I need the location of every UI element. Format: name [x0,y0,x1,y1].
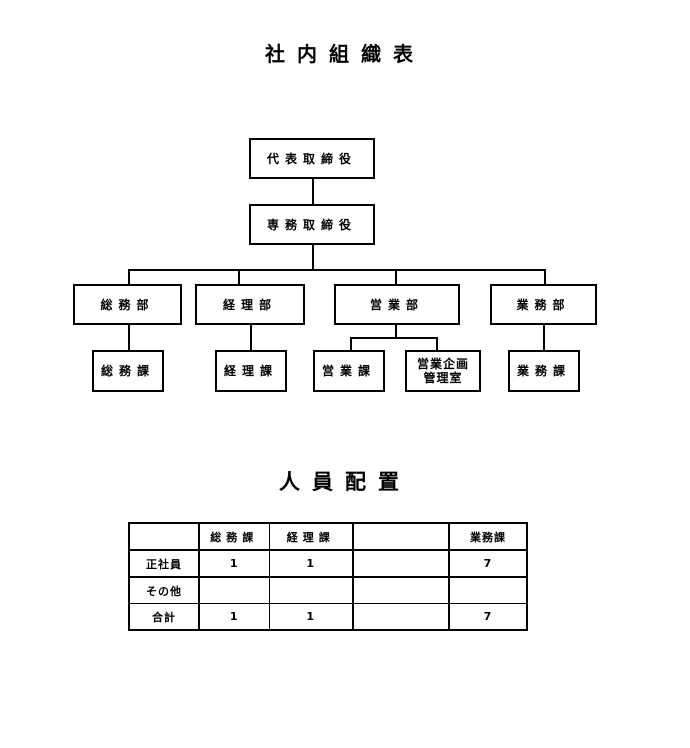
connector-md-bus [312,244,314,270]
department-bus-line [128,269,546,271]
department-operations: 業務部 [490,284,597,325]
connector-bus-sales [395,269,397,285]
connector-sales-section [350,337,352,351]
connector-sales-down [395,323,397,339]
connector-bus-operations [544,269,546,285]
table-cell [352,576,450,604]
table-cell: 7 [448,549,528,578]
staffing-title: 人員配置 [279,470,411,494]
table-cell [198,576,270,604]
department-general-affairs: 総務部 [73,284,182,325]
table-cell [352,549,450,578]
table-cell [352,603,450,631]
table-header-cell [352,522,450,551]
connector-bus-accounting [238,269,240,285]
department-accounting: 経理部 [195,284,305,325]
table-header-cell: 業務課 [448,522,528,551]
table-header-cell: 総務課 [198,522,270,551]
connector-operations-section [543,323,545,351]
section-general-affairs: 総務課 [92,350,164,392]
table-cell [268,576,354,604]
connector-accounting-section [250,323,252,351]
table-cell: 1 [268,549,354,578]
table-cell: 1 [268,603,354,631]
table-cell: 1 [198,603,270,631]
connector-general-section [128,323,130,351]
table-header-row: 総務課 経理課 業務課 [128,522,528,551]
connector-bus-general [128,269,130,285]
table-cell: 1 [198,549,270,578]
row-label: 正社員 [128,549,200,578]
connector-sales-planning [436,337,438,351]
connector-ceo-md [312,178,314,204]
sales-planning-line2: 管理室 [423,371,463,385]
section-operations: 業務課 [508,350,580,392]
sales-planning-line1: 営業企画 [416,357,469,371]
org-chart-title: 社内組織表 [265,42,425,66]
row-label: 合計 [128,603,200,631]
managing-director-box: 専務取締役 [249,204,375,245]
table-row: 合計 1 1 7 [128,603,528,631]
table-cell: 7 [448,603,528,631]
table-row: 正社員 1 1 7 [128,549,528,578]
section-sales: 営業課 [313,350,385,392]
table-header-cell [128,522,200,551]
ceo-box: 代表取締役 [249,138,375,179]
section-accounting: 経理課 [215,350,287,392]
section-sales-planning: 営業企画 管理室 [405,350,481,392]
department-sales: 営業部 [334,284,460,325]
row-label: その他 [128,576,200,604]
sales-bus-line [350,337,438,339]
table-header-cell: 経理課 [268,522,354,551]
staffing-table: 総務課 経理課 業務課 正社員 1 1 7 その他 合計 1 1 7 [128,522,528,631]
table-row: その他 [128,576,528,604]
table-cell [448,576,528,604]
